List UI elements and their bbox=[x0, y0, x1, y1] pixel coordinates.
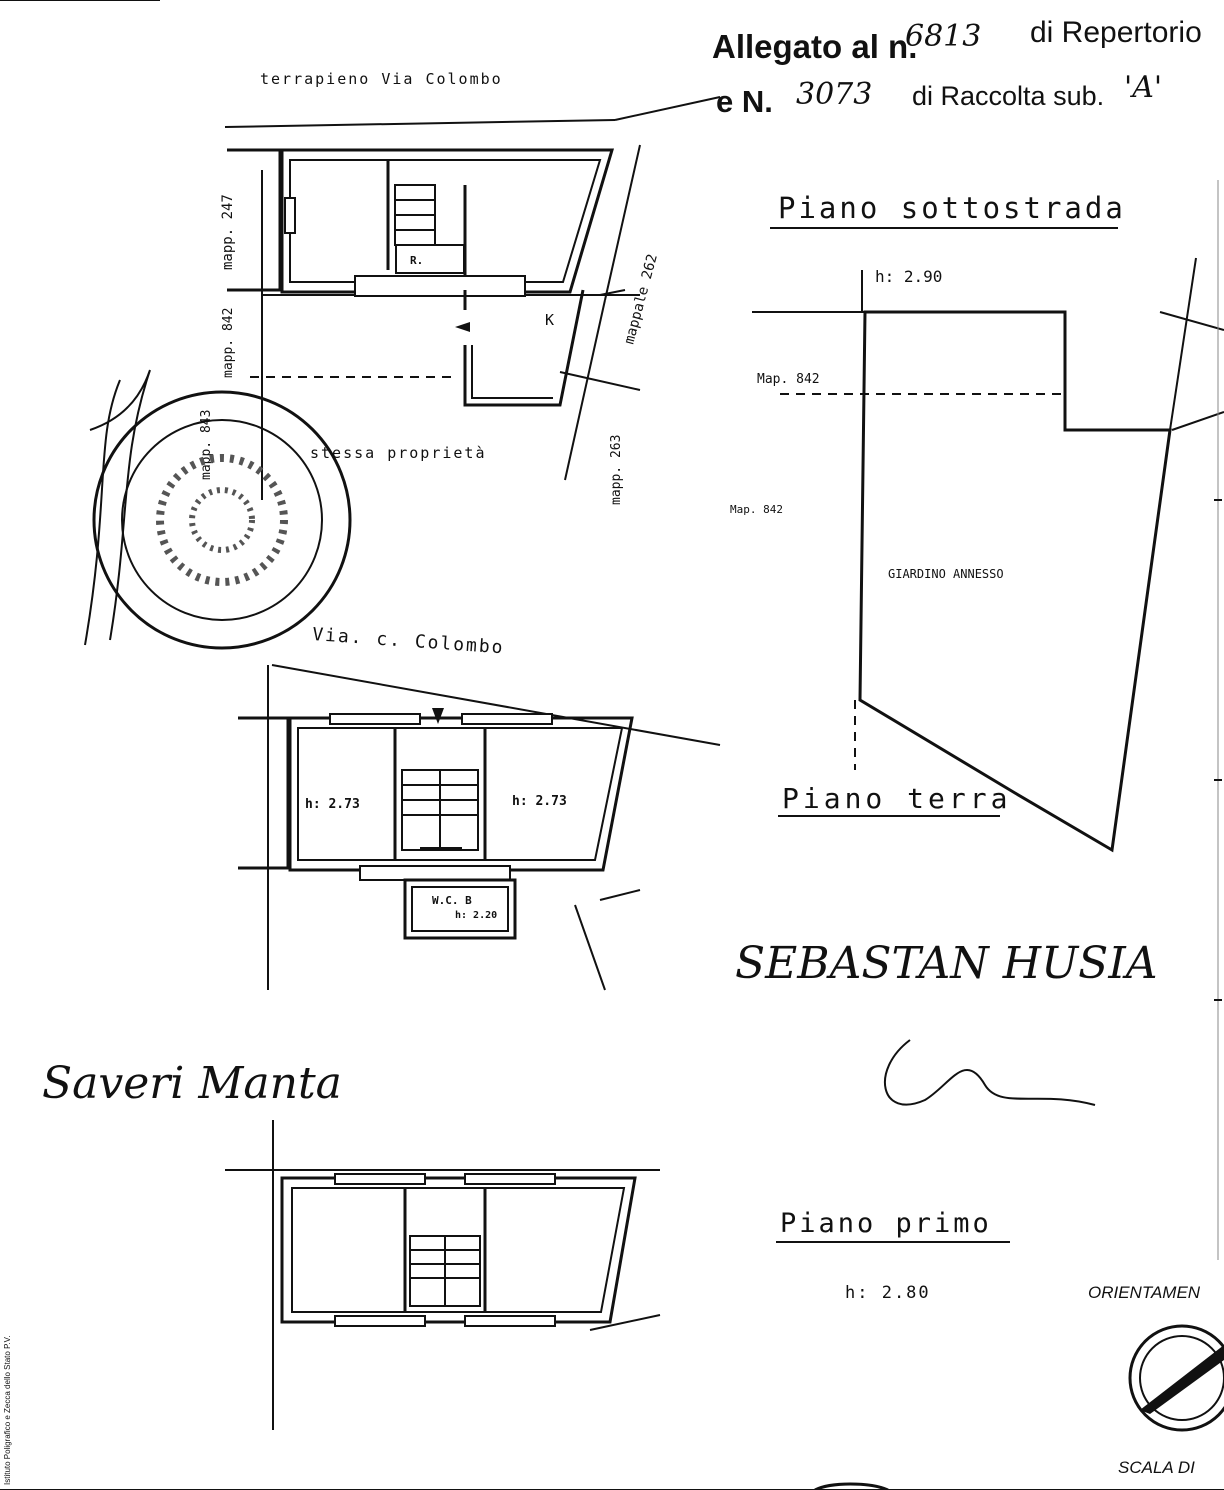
wc-height: h: 2.20 bbox=[455, 910, 497, 921]
signature-sebastian: SEBASTAN HUSIA bbox=[735, 938, 1157, 989]
room-r-label: R. bbox=[410, 254, 423, 267]
upper-building bbox=[227, 148, 640, 407]
orientamento-label: ORIENTAMEN bbox=[1088, 1283, 1201, 1302]
h-sottostrada: h: 2.90 bbox=[875, 267, 942, 286]
label-mapp-842: mapp. 842 bbox=[221, 308, 236, 378]
h-primo: h: 2.80 bbox=[845, 1283, 931, 1303]
label-stessa-proprieta: stessa proprietà bbox=[310, 444, 487, 462]
ground-h-right: h: 2.73 bbox=[512, 794, 567, 809]
sub-letter: 'A' bbox=[1124, 70, 1162, 105]
site-garden-boundary bbox=[858, 310, 1172, 853]
label-giardino: GIARDINO ANNESSO bbox=[888, 567, 1004, 581]
header-prefix-1: Allegato al n. bbox=[712, 28, 917, 65]
label-mapp-262: mappale 262 bbox=[621, 252, 660, 346]
right-edge-ruler bbox=[1214, 180, 1222, 1260]
repertorio-number: 6813 bbox=[905, 19, 981, 54]
header-suffix-1: di Repertorio bbox=[1030, 16, 1202, 49]
compass-icon bbox=[1128, 1324, 1224, 1432]
arrow-left-icon bbox=[455, 322, 470, 332]
label-map-842-mid: Map. 842 bbox=[730, 503, 783, 516]
line-street bbox=[271, 664, 721, 746]
label-mapp-247: mapp. 247 bbox=[220, 194, 236, 270]
arrow-down-icon bbox=[432, 708, 444, 724]
ground-building bbox=[238, 713, 634, 940]
label-mapp-263: mapp. 263 bbox=[609, 435, 624, 505]
ground-h-left: h: 2.73 bbox=[305, 797, 360, 812]
first-floor-building bbox=[280, 1173, 637, 1327]
header-prefix-2: e N. bbox=[716, 84, 773, 119]
label-via-colombo: Via. c. Colombo bbox=[312, 624, 506, 658]
signature-saverio: Saveri Manta bbox=[42, 1058, 342, 1109]
label-map-842-top: Map. 842 bbox=[757, 372, 820, 387]
notary-seal bbox=[92, 390, 352, 650]
label-k: K bbox=[545, 311, 554, 329]
wc-label: W.C. B bbox=[432, 894, 472, 907]
label-terrapieno: terrapieno Via Colombo bbox=[260, 70, 503, 88]
scala-label: SCALA DI bbox=[1118, 1458, 1195, 1477]
piano-terra-title: Piano terra bbox=[782, 782, 1011, 815]
signature-scribble bbox=[884, 1039, 1096, 1106]
piano-sottostrada-title: Piano sottostrada bbox=[778, 191, 1126, 225]
piano-primo-title: Piano primo bbox=[780, 1208, 992, 1239]
raccolta-number: 3073 bbox=[796, 77, 872, 112]
header-suffix-2: di Raccolta sub. bbox=[912, 81, 1104, 111]
line-upper-top bbox=[224, 119, 616, 128]
bottom-arc bbox=[814, 1482, 889, 1490]
signature-seal-scribble bbox=[84, 369, 151, 646]
margin-vertical-text: Istituto Poligrafico e Zecca dello Stato… bbox=[3, 1336, 12, 1485]
